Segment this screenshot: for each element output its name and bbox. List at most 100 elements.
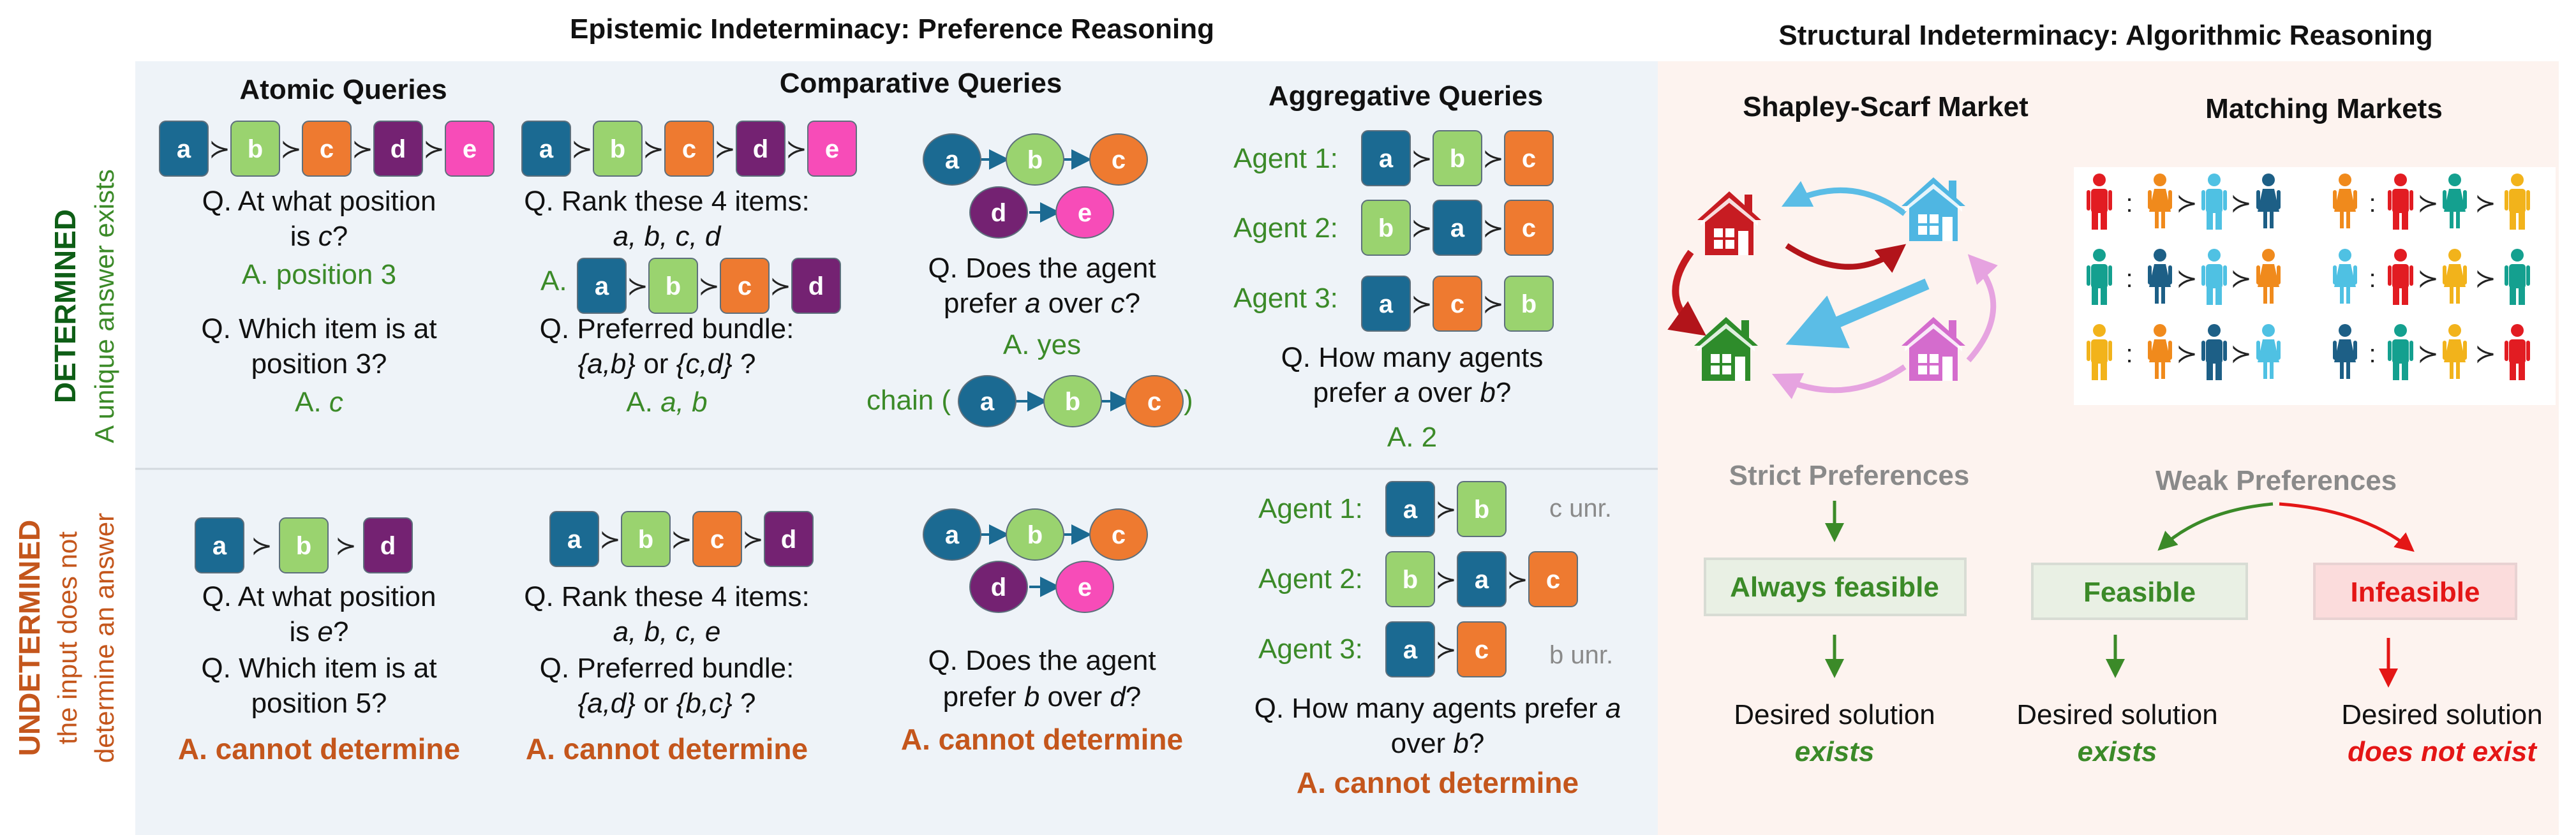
aggregative-header: Aggregative Queries [1269, 80, 1543, 112]
person-icon [2087, 249, 2112, 305]
matching-people-panel: :≻≻:≻≻:≻≻:≻≻:≻≻:≻≻ [2074, 167, 2556, 405]
item-a-label: a [212, 532, 227, 560]
item-c-tile: c [720, 258, 770, 314]
item-c-label: c [1546, 566, 1560, 594]
item-e-tile: e [807, 121, 857, 177]
arrow-red-to-blue [1785, 243, 1907, 273]
person-icon [2201, 174, 2227, 230]
colon-separator: : [2126, 340, 2133, 368]
item-b-label: b [1450, 145, 1465, 173]
und-agg-q1: Q. How many agents prefer a [1254, 693, 1621, 724]
det-comp-items: a, b, c, d [613, 221, 722, 252]
prefers-symbol: ≻ [335, 532, 357, 560]
item-c-tile: c [1504, 200, 1554, 256]
det-comp-q3-line1: Q. Does the agent [928, 253, 1156, 284]
infeasible-label: Infeasible [2351, 577, 2480, 608]
prefers-symbol: ≻ [571, 135, 593, 163]
item-d-tile: d [736, 121, 785, 177]
prefers-symbol: ≻ [714, 135, 736, 163]
item-e-label: e [463, 135, 477, 163]
item-c-label: c [1522, 214, 1536, 242]
prefers-symbol: ≻ [2230, 340, 2252, 368]
und-comp-q3-line2: prefer b over d? [943, 681, 1142, 713]
prefers-symbol: ≻ [2475, 265, 2496, 293]
chain-close: ) [1184, 385, 1193, 416]
item-a-tile: a [577, 258, 627, 314]
weak-preferences-label: Weak Preferences [2155, 465, 2397, 496]
item-b-tile: b [230, 121, 280, 177]
det-comparative: a≻b≻c≻d≻e Q. Rank these 4 items: a, b, c… [521, 121, 1193, 427]
det-comp-bundles: {a,b} or {c,d} ? [578, 348, 756, 380]
det-agent2-ranking: b≻a≻c [1361, 200, 1554, 256]
und-agent3-ranking: a≻c [1385, 621, 1507, 677]
item-b-tile: b [1433, 130, 1482, 186]
house-graph [1667, 177, 1999, 399]
prefers-symbol: ≻ [627, 272, 648, 300]
item-b-tile: b [279, 517, 329, 573]
item-a-tile: a [1385, 481, 1435, 537]
item-e-label: e [825, 135, 839, 163]
item-c-tile: c [664, 121, 714, 177]
item-b-label: b [296, 532, 311, 560]
prefers-symbol: ≻ [2230, 189, 2252, 218]
item-a-tile: a [549, 511, 599, 567]
item-a-label: a [1403, 496, 1418, 524]
node-c-label: c [1147, 388, 1161, 416]
left-title: Epistemic Indeterminacy: Preference Reas… [570, 13, 1214, 45]
item-a-label: a [1379, 290, 1394, 318]
item-c-tile: c [692, 511, 742, 567]
prefers-symbol: ≻ [599, 526, 621, 554]
person-icon [2505, 174, 2530, 230]
item-a-tile: a [159, 121, 209, 177]
desired-solution-3: Desired solution [2341, 699, 2543, 730]
item-c-tile: c [1433, 276, 1482, 332]
item-a-label: a [1403, 636, 1418, 664]
person-icon [2333, 324, 2357, 379]
det-agent1-ranking: a≻b≻c [1361, 130, 1554, 186]
person-icon [2388, 174, 2413, 230]
person-icon [2388, 249, 2413, 305]
und-atomic-answer: A. cannot determine [178, 732, 460, 765]
item-c-label: c [1450, 290, 1464, 318]
always-feasible-label: Always feasible [1730, 572, 1939, 603]
person-icon [2148, 324, 2172, 379]
person-icon [2333, 174, 2357, 228]
node-e-label: e [1078, 199, 1092, 227]
prefers-symbol: ≻ [251, 532, 272, 560]
person-icon [2256, 324, 2281, 379]
prefers-symbol: ≻ [2176, 340, 2198, 368]
prefers-symbol: ≻ [1411, 145, 1433, 173]
det-comp-q3-line2: prefer a over c? [944, 288, 1140, 319]
always-feasible-box [1704, 558, 1967, 616]
und-comp-q3-line1: Q. Does the agent [928, 645, 1156, 676]
house-pink [1902, 317, 1965, 381]
person-icon [2256, 174, 2281, 228]
node-d-label: d [991, 199, 1006, 227]
det-comp-q2: Q. Preferred bundle: [540, 313, 794, 344]
und-comp-q2: Q. Preferred bundle: [540, 653, 794, 684]
item-b-tile: b [1361, 200, 1411, 256]
prefers-symbol: ≻ [2475, 189, 2496, 218]
person-icon [2201, 324, 2227, 380]
det-agg-q1: Q. How many agents [1281, 342, 1544, 373]
house-green [1694, 317, 1758, 381]
side-label-undetermined: UNDETERMINED the input does not determin… [13, 513, 119, 763]
prefers-symbol: ≻ [280, 135, 302, 163]
prefers-symbol: ≻ [2417, 189, 2439, 218]
item-d-tile: d [373, 121, 423, 177]
node-c-label: c [1112, 146, 1126, 174]
prefers-symbol: ≻ [2417, 340, 2439, 368]
item-b-label: b [666, 272, 681, 300]
person-icon [2505, 324, 2530, 380]
item-a-tile: a [1361, 130, 1411, 186]
und-comp-answer2: A. cannot determine [901, 723, 1183, 756]
item-b-tile: b [593, 121, 643, 177]
undetermined-line2: determine an answer [89, 513, 119, 763]
item-c-tile: c [1528, 551, 1578, 607]
exists-2: exists [2078, 736, 2157, 767]
node-b-label: b [1027, 521, 1043, 549]
prefers-symbol: ≻ [1411, 214, 1433, 242]
det-agent1-label: Agent 1: [1233, 143, 1338, 174]
prefers-symbol: ≻ [671, 526, 692, 554]
